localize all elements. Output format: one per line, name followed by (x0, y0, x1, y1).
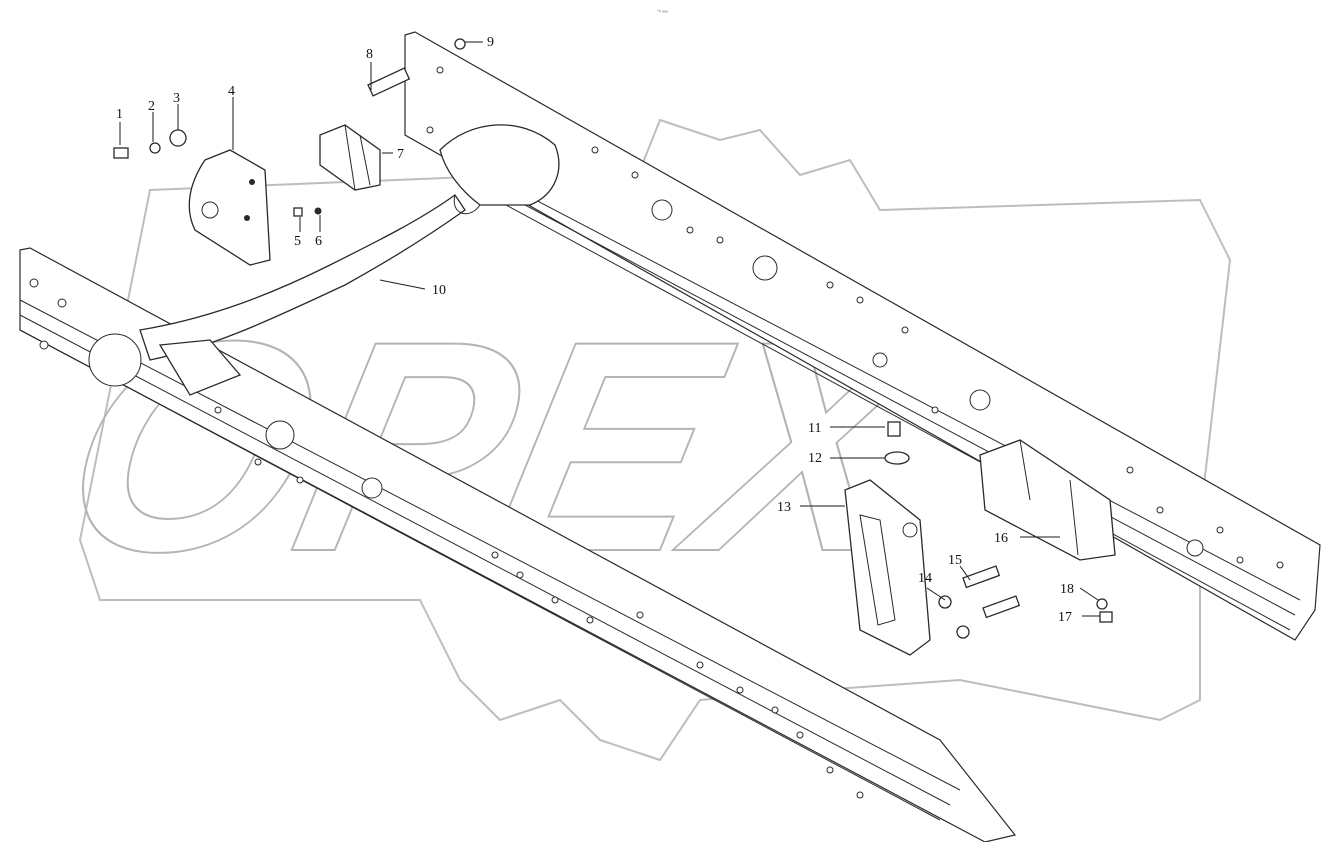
callout-18: 18 (1060, 582, 1074, 597)
callout-5: 5 (294, 234, 301, 249)
watermark-gear-outline (78, 118, 1232, 762)
callout-2: 2 (148, 99, 155, 114)
callout-8: 8 (366, 47, 373, 62)
callout-labels: 1 2 3 4 5 6 7 8 9 10 11 12 13 14 15 16 1… (116, 35, 1074, 625)
part-4-bracket (188, 149, 271, 266)
cross-member (139, 124, 560, 396)
callout-1: 1 (116, 107, 123, 122)
part-7-mount (319, 124, 381, 191)
callout-6: 6 (315, 234, 322, 249)
callout-15: 15 (948, 553, 962, 568)
callout-10: 10 (432, 283, 446, 298)
callout-9: 9 (487, 35, 494, 50)
header-text: ◦ₙ ₒₒₒ (657, 8, 668, 14)
callout-11: 11 (808, 421, 821, 436)
callout-12: 12 (808, 451, 822, 466)
fasteners (113, 38, 1113, 639)
leader-lines (119, 41, 1100, 617)
part-13-bracket (844, 479, 931, 656)
callout-3: 3 (173, 91, 180, 106)
callout-17: 17 (1058, 610, 1072, 625)
callout-13: 13 (777, 500, 791, 515)
callout-4: 4 (228, 84, 235, 99)
callout-14: 14 (918, 571, 932, 586)
part-16-mount (979, 439, 1116, 561)
frame-rail-lower (19, 247, 1017, 842)
callout-16: 16 (994, 531, 1008, 546)
callout-7: 7 (397, 147, 404, 162)
